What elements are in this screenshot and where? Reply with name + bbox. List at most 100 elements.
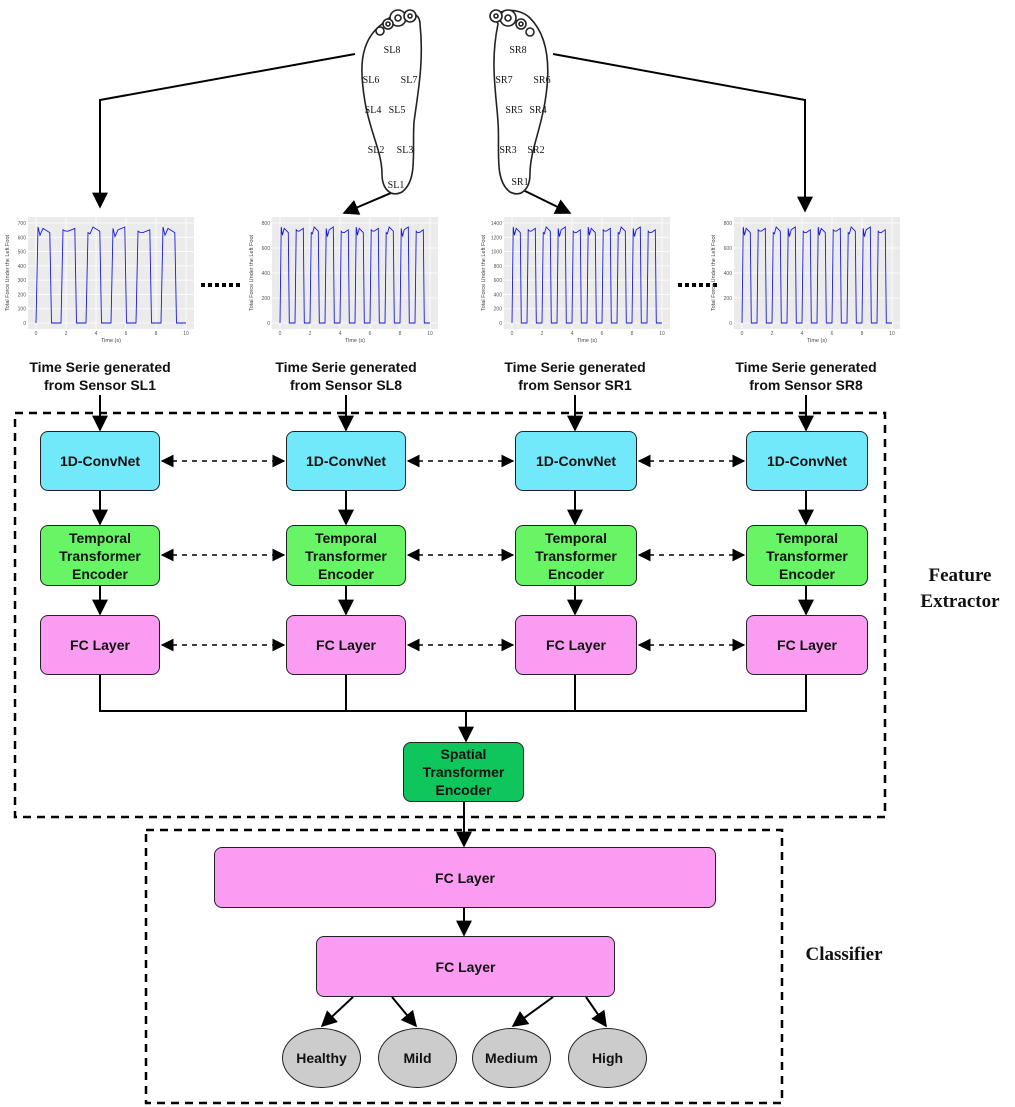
sensor-sl6: SL6 bbox=[363, 75, 380, 86]
y-tick-label: 500 bbox=[18, 250, 27, 256]
feature-extractor-border bbox=[13, 411, 887, 819]
x-tick-label: 2 bbox=[309, 331, 312, 337]
caption-sr1: Time Serie generated from Sensor SR1 bbox=[504, 359, 646, 393]
output-medium: Medium bbox=[472, 1028, 551, 1088]
x-tick-label: 10 bbox=[427, 331, 433, 337]
y-axis-label: Total Force Under the Left Foot bbox=[5, 234, 11, 311]
y-tick-label: 200 bbox=[262, 296, 271, 302]
fc-block-1: FC Layer bbox=[40, 615, 160, 675]
y-tick-label: 600 bbox=[494, 278, 503, 284]
x-tick-label: 2 bbox=[65, 331, 68, 337]
y-tick-label: 600 bbox=[18, 235, 27, 241]
x-tick-label: 2 bbox=[541, 331, 544, 337]
x-axis-label: Time (s) bbox=[101, 338, 121, 343]
y-tick-label: 400 bbox=[18, 264, 27, 270]
sensor-sl7: SL7 bbox=[401, 75, 418, 86]
right-foot-outline bbox=[493, 9, 549, 195]
left-foot-outline bbox=[361, 11, 423, 195]
x-tick-label: 8 bbox=[861, 331, 864, 337]
arrow-sl1-to-plot1 bbox=[92, 53, 356, 209]
y-tick-label: 600 bbox=[724, 246, 733, 252]
convnet-block-2: 1D-ConvNet bbox=[286, 431, 406, 491]
convnet-block-1: 1D-ConvNet bbox=[40, 431, 160, 491]
y-tick-label: 200 bbox=[18, 292, 27, 298]
signal-line bbox=[511, 226, 662, 324]
y-tick-label: 0 bbox=[267, 321, 270, 327]
sensor-sl3: SL3 bbox=[397, 145, 414, 156]
x-tick-label: 10 bbox=[659, 331, 665, 337]
sensor-sl1: SL1 bbox=[388, 180, 405, 191]
y-tick-label: 800 bbox=[494, 264, 503, 270]
y-tick-label: 0 bbox=[23, 321, 26, 327]
y-tick-label: 600 bbox=[262, 246, 271, 252]
caption-sr8: Time Serie generated from Sensor SR8 bbox=[735, 359, 877, 393]
x-tick-label: 2 bbox=[771, 331, 774, 337]
y-tick-label: 1000 bbox=[491, 250, 502, 256]
y-tick-label: 0 bbox=[499, 321, 502, 327]
x-tick-label: 6 bbox=[369, 331, 372, 337]
classifier-fc-layer-2: FC Layer bbox=[316, 936, 615, 997]
y-tick-label: 1400 bbox=[491, 221, 502, 227]
sensor-sr2: SR2 bbox=[527, 145, 544, 156]
y-tick-label: 700 bbox=[18, 221, 27, 227]
x-tick-label: 10 bbox=[183, 331, 189, 337]
temporal-encoder-block-1: Temporal Transformer Encoder bbox=[40, 525, 160, 586]
x-tick-label: 6 bbox=[831, 331, 834, 337]
arrow-to-high bbox=[585, 996, 607, 1028]
x-tick-label: 0 bbox=[279, 331, 282, 337]
x-axis-label: Time (s) bbox=[807, 338, 827, 343]
y-tick-label: 200 bbox=[494, 307, 503, 313]
y-axis-label: Total Force Under the Left Foot bbox=[249, 234, 255, 311]
x-tick-label: 6 bbox=[601, 331, 604, 337]
sensor-sl8: SL8 bbox=[384, 45, 401, 56]
y-tick-label: 800 bbox=[262, 221, 271, 227]
y-tick-label: 300 bbox=[18, 278, 27, 284]
y-tick-label: 1200 bbox=[491, 235, 502, 241]
y-tick-label: 400 bbox=[262, 271, 271, 277]
sensor-sl2: SL2 bbox=[368, 145, 385, 156]
temporal-encoder-block-3: Temporal Transformer Encoder bbox=[515, 525, 637, 586]
output-healthy: Healthy bbox=[282, 1028, 361, 1088]
y-tick-label: 100 bbox=[18, 307, 27, 313]
convnet-block-4: 1D-ConvNet bbox=[746, 431, 868, 491]
y-tick-label: 800 bbox=[724, 221, 733, 227]
output-mild: Mild bbox=[378, 1028, 457, 1088]
x-tick-label: 4 bbox=[95, 331, 98, 337]
x-tick-label: 6 bbox=[125, 331, 128, 337]
caption-sl8: Time Serie generated from Sensor SL8 bbox=[275, 359, 417, 393]
convnet-block-3: 1D-ConvNet bbox=[515, 431, 637, 491]
x-tick-label: 10 bbox=[889, 331, 895, 337]
y-tick-label: 400 bbox=[494, 292, 503, 298]
signal-line bbox=[279, 226, 430, 324]
sensor-sr4: SR4 bbox=[529, 105, 546, 116]
x-tick-label: 0 bbox=[35, 331, 38, 337]
caption-sl1: Time Serie generated from Sensor SL1 bbox=[29, 359, 171, 393]
y-tick-label: 0 bbox=[729, 321, 732, 327]
x-tick-label: 8 bbox=[631, 331, 634, 337]
x-axis-label: Time (s) bbox=[577, 338, 597, 343]
signal-line bbox=[741, 226, 892, 324]
x-tick-label: 4 bbox=[801, 331, 804, 337]
sensor-sr6: SR6 bbox=[533, 75, 550, 86]
sensor-sl5: SL5 bbox=[389, 105, 406, 116]
arrow-sr8-to-plot4 bbox=[552, 53, 813, 213]
x-axis-label: Time (s) bbox=[345, 338, 365, 343]
x-tick-label: 8 bbox=[155, 331, 158, 337]
x-tick-label: 4 bbox=[339, 331, 342, 337]
fc-block-3: FC Layer bbox=[515, 615, 637, 675]
sensor-sr3: SR3 bbox=[499, 145, 516, 156]
sensor-sl4: SL4 bbox=[365, 105, 382, 116]
merge-line bbox=[99, 675, 807, 712]
classifier-border bbox=[144, 828, 784, 1105]
y-tick-label: 400 bbox=[724, 271, 733, 277]
sensor-sr5: SR5 bbox=[505, 105, 522, 116]
x-tick-label: 8 bbox=[399, 331, 402, 337]
signal-line bbox=[35, 226, 186, 324]
y-tick-label: 200 bbox=[724, 296, 733, 302]
fc-block-2: FC Layer bbox=[286, 615, 406, 675]
